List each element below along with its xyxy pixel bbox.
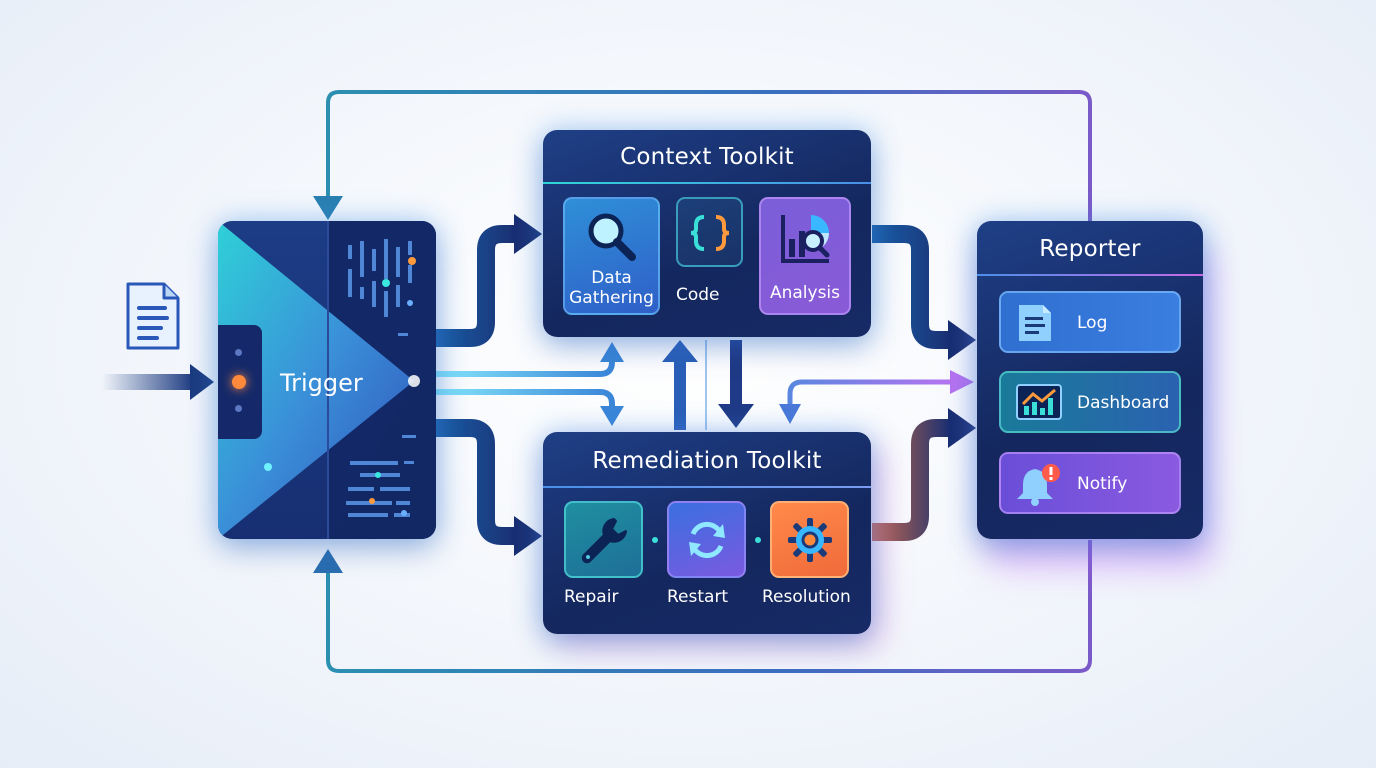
tool-repair[interactable] [564, 501, 643, 578]
input-document [124, 280, 182, 352]
output-dashboard-label: Dashboard [1077, 393, 1170, 413]
tool-analysis-label: Analysis [769, 283, 841, 303]
reporter-feedback-arrow [787, 379, 956, 404]
wrench-icon [581, 518, 627, 564]
separator-dot [652, 537, 658, 543]
feedback-loop-top [326, 90, 1092, 222]
feedback-loop-bottom [326, 540, 1092, 673]
reporter-panel: Reporter Log Dashboard [977, 221, 1203, 539]
tool-analysis[interactable]: Analysis [759, 197, 851, 315]
refresh-icon [688, 521, 725, 559]
trigger-graphic [218, 221, 436, 539]
beam-to-remediation [414, 389, 615, 408]
curly-braces-icon [690, 215, 729, 251]
separator-dot [755, 537, 761, 543]
context-to-reporter-arrow [872, 225, 950, 349]
beam-to-context [414, 360, 615, 377]
tool-code[interactable] [676, 197, 743, 267]
output-log[interactable]: Log [999, 291, 1181, 353]
context-toolkit-panel: Context Toolkit Data Gathering Code [543, 130, 871, 337]
tool-data-gathering[interactable]: Data Gathering [563, 197, 660, 315]
tool-label-line-1: Data [591, 268, 632, 288]
remediation-toolkit-title: Remediation Toolkit [592, 448, 822, 474]
log-document-icon [1019, 305, 1051, 341]
input-indicator-light [232, 375, 246, 389]
context-toolkit-title: Context Toolkit [620, 144, 794, 170]
remediation-to-reporter-arrow [872, 419, 950, 541]
bell-alert-icon [1017, 464, 1060, 506]
output-dashboard[interactable]: Dashboard [999, 371, 1181, 433]
reporter-title: Reporter [1039, 236, 1141, 262]
tool-repair-label: Repair [564, 587, 619, 607]
chart-magnifier-icon [781, 215, 830, 263]
input-arrowhead [190, 364, 214, 400]
output-log-label: Log [1077, 313, 1108, 333]
tool-resolution[interactable] [770, 501, 849, 578]
context-to-remediation-shaft [730, 340, 742, 408]
magnifier-icon [588, 213, 636, 261]
trigger-to-remediation-arrow [436, 419, 516, 545]
trigger-to-context-arrow [436, 225, 516, 347]
tool-restart-label: Restart [667, 587, 729, 607]
context-to-remediation-head [718, 404, 754, 428]
loop-arrowhead-up [313, 549, 343, 573]
remediation-to-context-head [662, 340, 698, 362]
trigger-panel: Trigger [218, 221, 436, 539]
trigger-label: Trigger [280, 369, 363, 397]
loop-arrowhead-down [313, 196, 343, 220]
tool-label-line-2: Gathering [569, 288, 654, 308]
output-notify-label: Notify [1077, 474, 1128, 494]
output-notify[interactable]: Notify [999, 452, 1181, 514]
trigger-input-port [218, 325, 262, 439]
tool-code-label: Code [676, 285, 720, 305]
input-arrow-shaft [102, 374, 194, 390]
remediation-toolkit-panel: Remediation Toolkit Repair Restart [543, 432, 871, 634]
tool-restart[interactable] [667, 501, 746, 578]
tool-resolution-label: Resolution [762, 587, 851, 607]
dashboard-chart-icon [1016, 384, 1062, 420]
document-icon [126, 282, 180, 350]
gear-icon [787, 518, 832, 562]
remediation-to-context-shaft [674, 360, 686, 430]
